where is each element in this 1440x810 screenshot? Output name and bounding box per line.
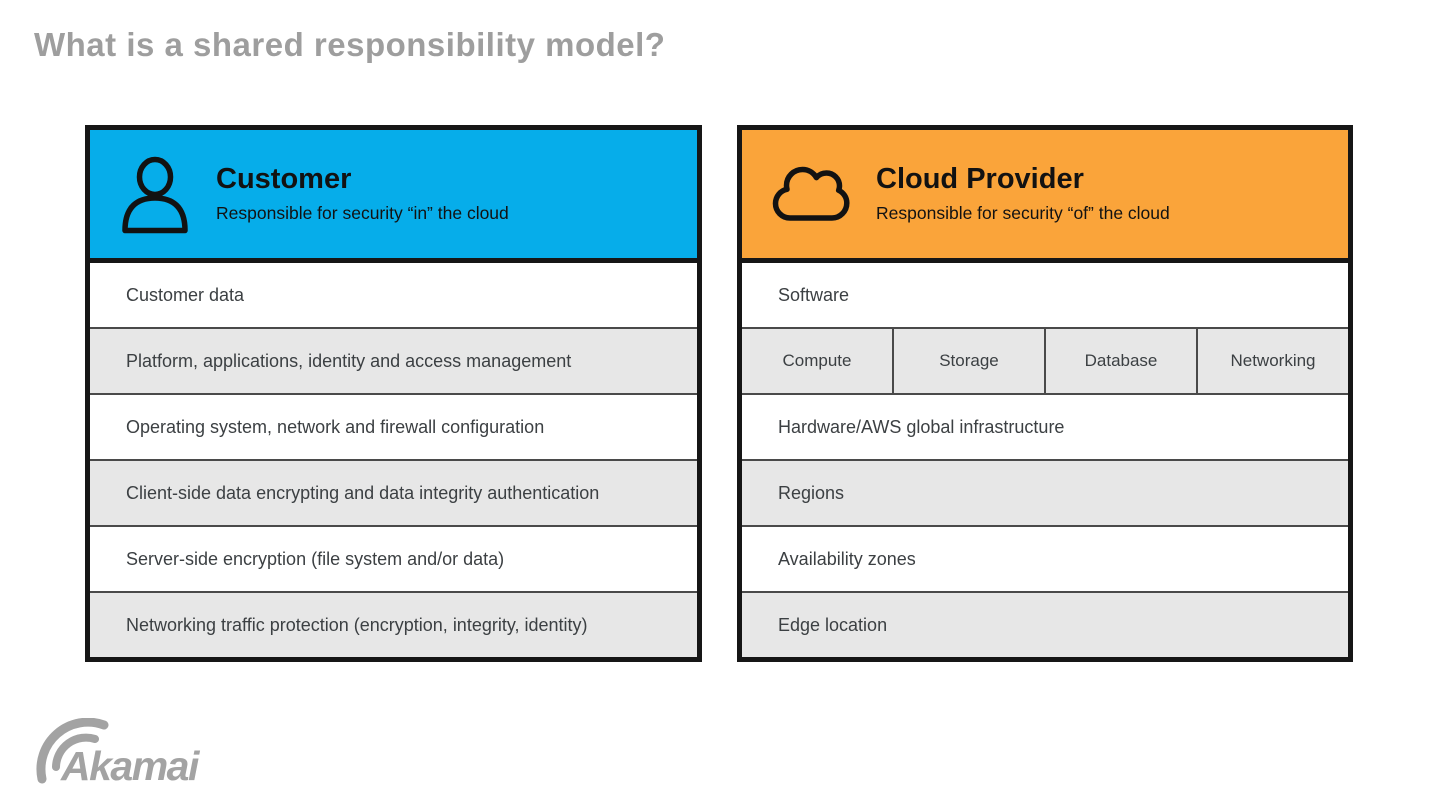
cloud-provider-panel-header: Cloud Provider Responsible for security …	[742, 130, 1348, 263]
row-label: Regions	[778, 482, 845, 503]
table-row: Networking traffic protection (encryptio…	[90, 591, 697, 657]
row-label: Platform, applications, identity and acc…	[126, 350, 572, 371]
customer-panel: Customer Responsible for security “in” t…	[85, 125, 702, 662]
table-row: Platform, applications, identity and acc…	[90, 327, 697, 393]
row-label: Availability zones	[778, 548, 916, 569]
table-row: Operating system, network and firewall c…	[90, 393, 697, 459]
customer-panel-title: Customer	[216, 163, 352, 196]
row-label: Hardware/AWS global infrastructure	[778, 416, 1065, 437]
row-label: Operating system, network and firewall c…	[126, 416, 545, 437]
table-row: Regions	[742, 459, 1348, 525]
person-icon	[120, 154, 190, 234]
table-cell: Compute	[782, 351, 852, 370]
customer-rows: Customer data Platform, applications, id…	[90, 263, 697, 657]
table-row: Software	[742, 263, 1348, 327]
cloud-provider-panel-subtitle: Responsible for security “of” the cloud	[876, 202, 1170, 223]
customer-panel-subtitle: Responsible for security “in” the cloud	[216, 202, 509, 223]
table-cell: Database	[1044, 329, 1196, 393]
provider-rows: Software Compute Storage Database Networ…	[742, 263, 1348, 657]
customer-panel-header: Customer Responsible for security “in” t…	[90, 130, 697, 263]
table-row: Server-side encryption (file system and/…	[90, 525, 697, 591]
table-row: Hardware/AWS global infrastructure	[742, 393, 1348, 459]
table-row: Client-side data encrypting and data int…	[90, 459, 697, 525]
akamai-logo: Akamai	[36, 717, 202, 789]
row-label: Client-side data encrypting and data int…	[126, 482, 600, 503]
table-row: Availability zones	[742, 525, 1348, 591]
table-row: Edge location	[742, 591, 1348, 657]
row-label: Software	[778, 284, 850, 305]
provider-header-text: Cloud Provider Responsible for security …	[876, 163, 1170, 224]
row-label: Customer data	[126, 284, 245, 305]
page-title: What is a shared responsibility model?	[34, 26, 666, 63]
cloud-provider-panel: Cloud Provider Responsible for security …	[737, 125, 1353, 662]
row-label: Networking traffic protection (encryptio…	[126, 614, 588, 635]
row-label: Server-side encryption (file system and/…	[126, 548, 505, 569]
table-row-cells: Compute Storage Database Networking	[742, 327, 1348, 393]
footer: Akamai	[28, 717, 228, 795]
table-cell: Storage	[892, 329, 1044, 393]
table-row: Customer data	[90, 263, 697, 327]
cloud-provider-panel-title: Cloud Provider	[876, 163, 1084, 196]
akamai-wordmark: Akamai	[60, 743, 201, 789]
customer-header-text: Customer Responsible for security “in” t…	[216, 163, 509, 224]
row-label: Edge location	[778, 614, 888, 635]
table-cell: Networking	[1196, 329, 1348, 393]
cloud-icon	[772, 162, 850, 226]
